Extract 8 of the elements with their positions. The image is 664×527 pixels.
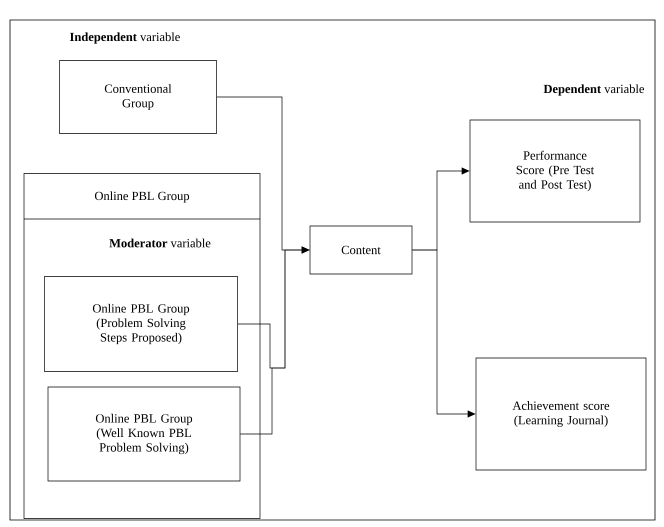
process-box: Achievement score (Learning Journal) — [476, 358, 646, 470]
section-label: Dependent variable — [544, 84, 644, 96]
process-box: Content — [310, 226, 412, 274]
process-box: Performance Score (Pre Test and Post Test) — [470, 120, 640, 222]
process-box: Online PBL Group (Well Known PBL Problem Solving) — [48, 386, 240, 482]
process-box: Conventional Group — [59, 60, 217, 134]
section-label: Independent variable — [70, 32, 180, 44]
process-box: Online PBL Group (Problem Solving Steps Proposed) — [44, 276, 238, 372]
